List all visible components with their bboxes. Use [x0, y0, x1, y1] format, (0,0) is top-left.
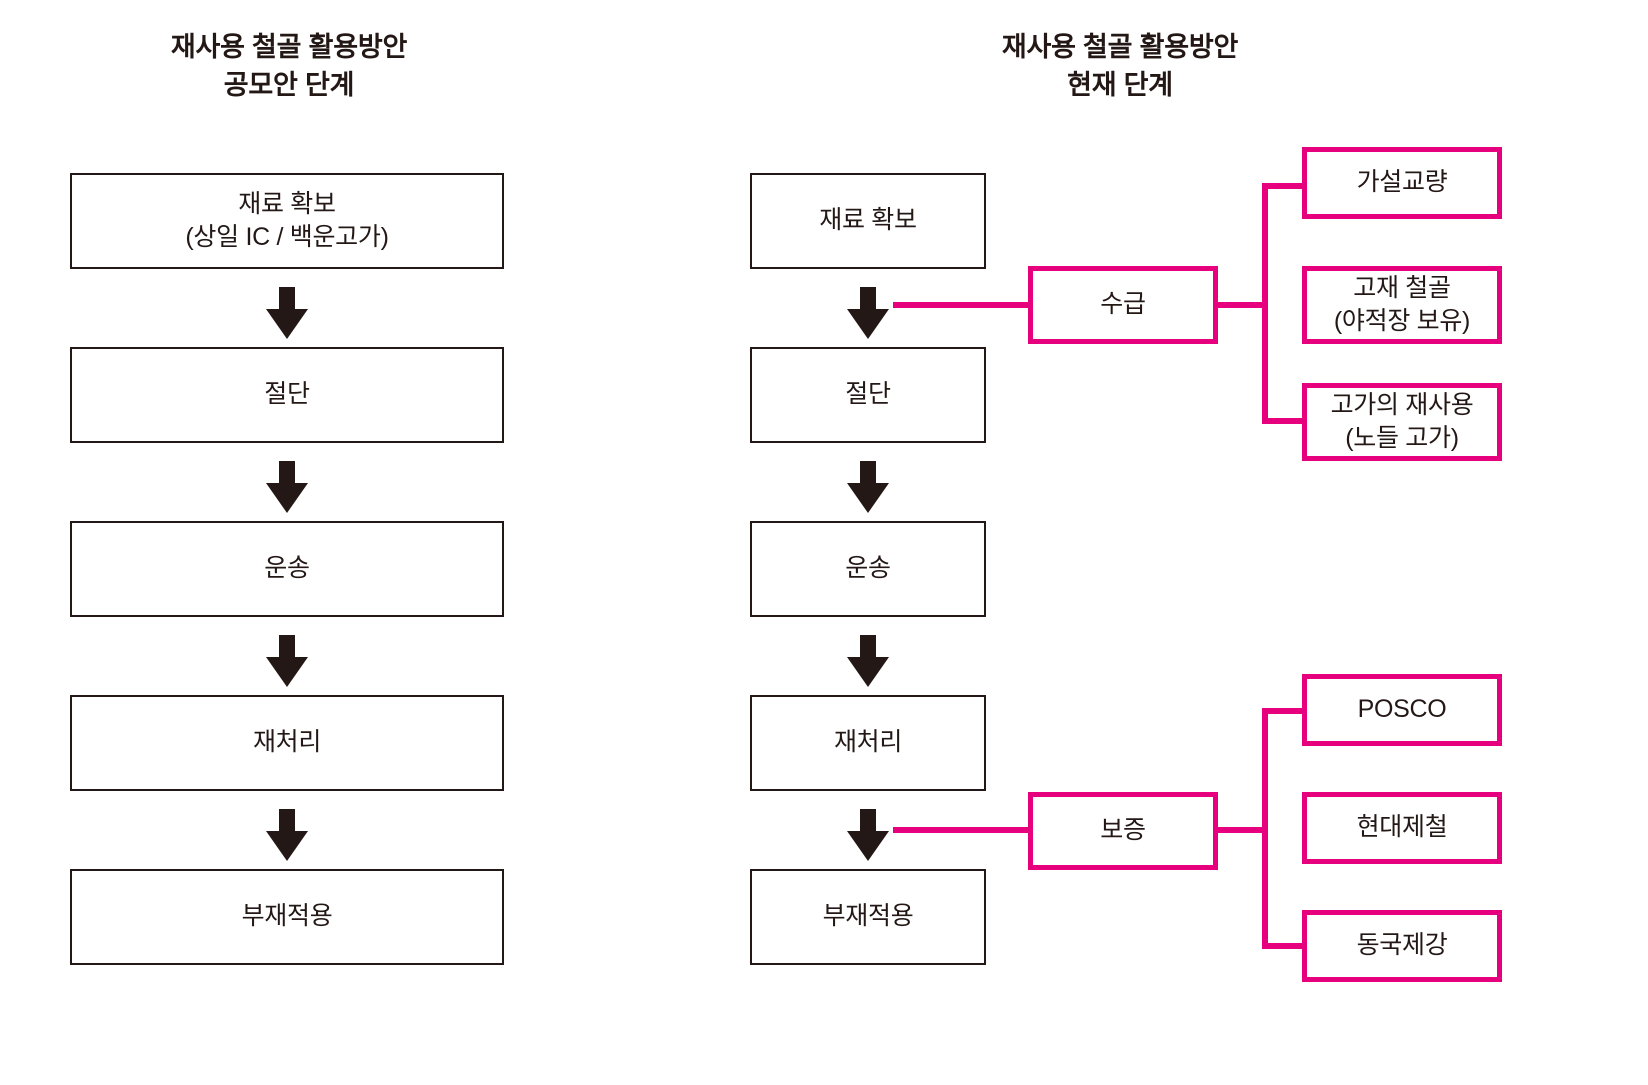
supply-option-box-1: 가설교량 [1302, 147, 1502, 219]
left-step-box-3: 운송 [70, 521, 504, 617]
supply-branch-box: 수급 [1028, 266, 1218, 344]
right-arrow-down-1 [847, 287, 889, 339]
supply-trunk-vertical [1262, 186, 1268, 424]
left-arrow-down-4 [266, 809, 308, 861]
guarantee-trunk-vertical [1262, 711, 1268, 949]
arrow-stem [279, 635, 295, 661]
arrow-head [266, 831, 308, 861]
left-panel-title: 재사용 철골 활용방안 공모안 단계 [170, 32, 408, 101]
guarantee-option-box-3: 동국제강 [1302, 910, 1502, 982]
left-step-box-4: 재처리 [70, 695, 504, 791]
left-arrow-down-1 [266, 287, 308, 339]
right-arrow-down-3 [847, 635, 889, 687]
arrow-stem [860, 635, 876, 661]
right-step-box-3: 운송 [750, 521, 986, 617]
guarantee-branch-stub-1 [1262, 708, 1308, 714]
right-step-box-4: 재처리 [750, 695, 986, 791]
guarantee-option-box-1: POSCO [1302, 674, 1502, 746]
left-step-box-1: 재료 확보 (상일 IC / 백운고가) [70, 173, 504, 269]
arrow-stem [279, 461, 295, 487]
arrow-stem [279, 287, 295, 313]
left-step-box-5: 부재적용 [70, 869, 504, 965]
supply-option-box-2: 고재 철골 (야적장 보유) [1302, 266, 1502, 344]
right-step-box-2: 절단 [750, 347, 986, 443]
left-arrow-down-2 [266, 461, 308, 513]
supply-connector-right [1212, 302, 1268, 308]
guarantee-connector-left [893, 827, 1033, 833]
right-step-box-5: 부재적용 [750, 869, 986, 965]
guarantee-option-box-2: 현대제철 [1302, 792, 1502, 864]
arrow-head [847, 831, 889, 861]
arrow-stem [860, 461, 876, 487]
guarantee-branch-stub-3 [1262, 943, 1308, 949]
supply-branch-stub-1 [1262, 183, 1308, 189]
right-step-box-1: 재료 확보 [750, 173, 986, 269]
guarantee-branch-box: 보증 [1028, 792, 1218, 870]
right-arrow-down-2 [847, 461, 889, 513]
right-arrow-down-4 [847, 809, 889, 861]
arrow-head [847, 483, 889, 513]
arrow-head [266, 483, 308, 513]
arrow-stem [279, 809, 295, 835]
arrow-stem [860, 287, 876, 313]
arrow-stem [860, 809, 876, 835]
supply-branch-stub-3 [1262, 418, 1308, 424]
left-step-box-2: 절단 [70, 347, 504, 443]
left-arrow-down-3 [266, 635, 308, 687]
right-panel-title: 재사용 철골 활용방안 현재 단계 [1001, 32, 1239, 101]
supply-connector-left [893, 302, 1033, 308]
supply-option-box-3: 고가의 재사용 (노들 고가) [1302, 383, 1502, 461]
arrow-head [847, 657, 889, 687]
arrow-head [266, 309, 308, 339]
arrow-head [847, 309, 889, 339]
guarantee-connector-right [1212, 827, 1268, 833]
arrow-head [266, 657, 308, 687]
